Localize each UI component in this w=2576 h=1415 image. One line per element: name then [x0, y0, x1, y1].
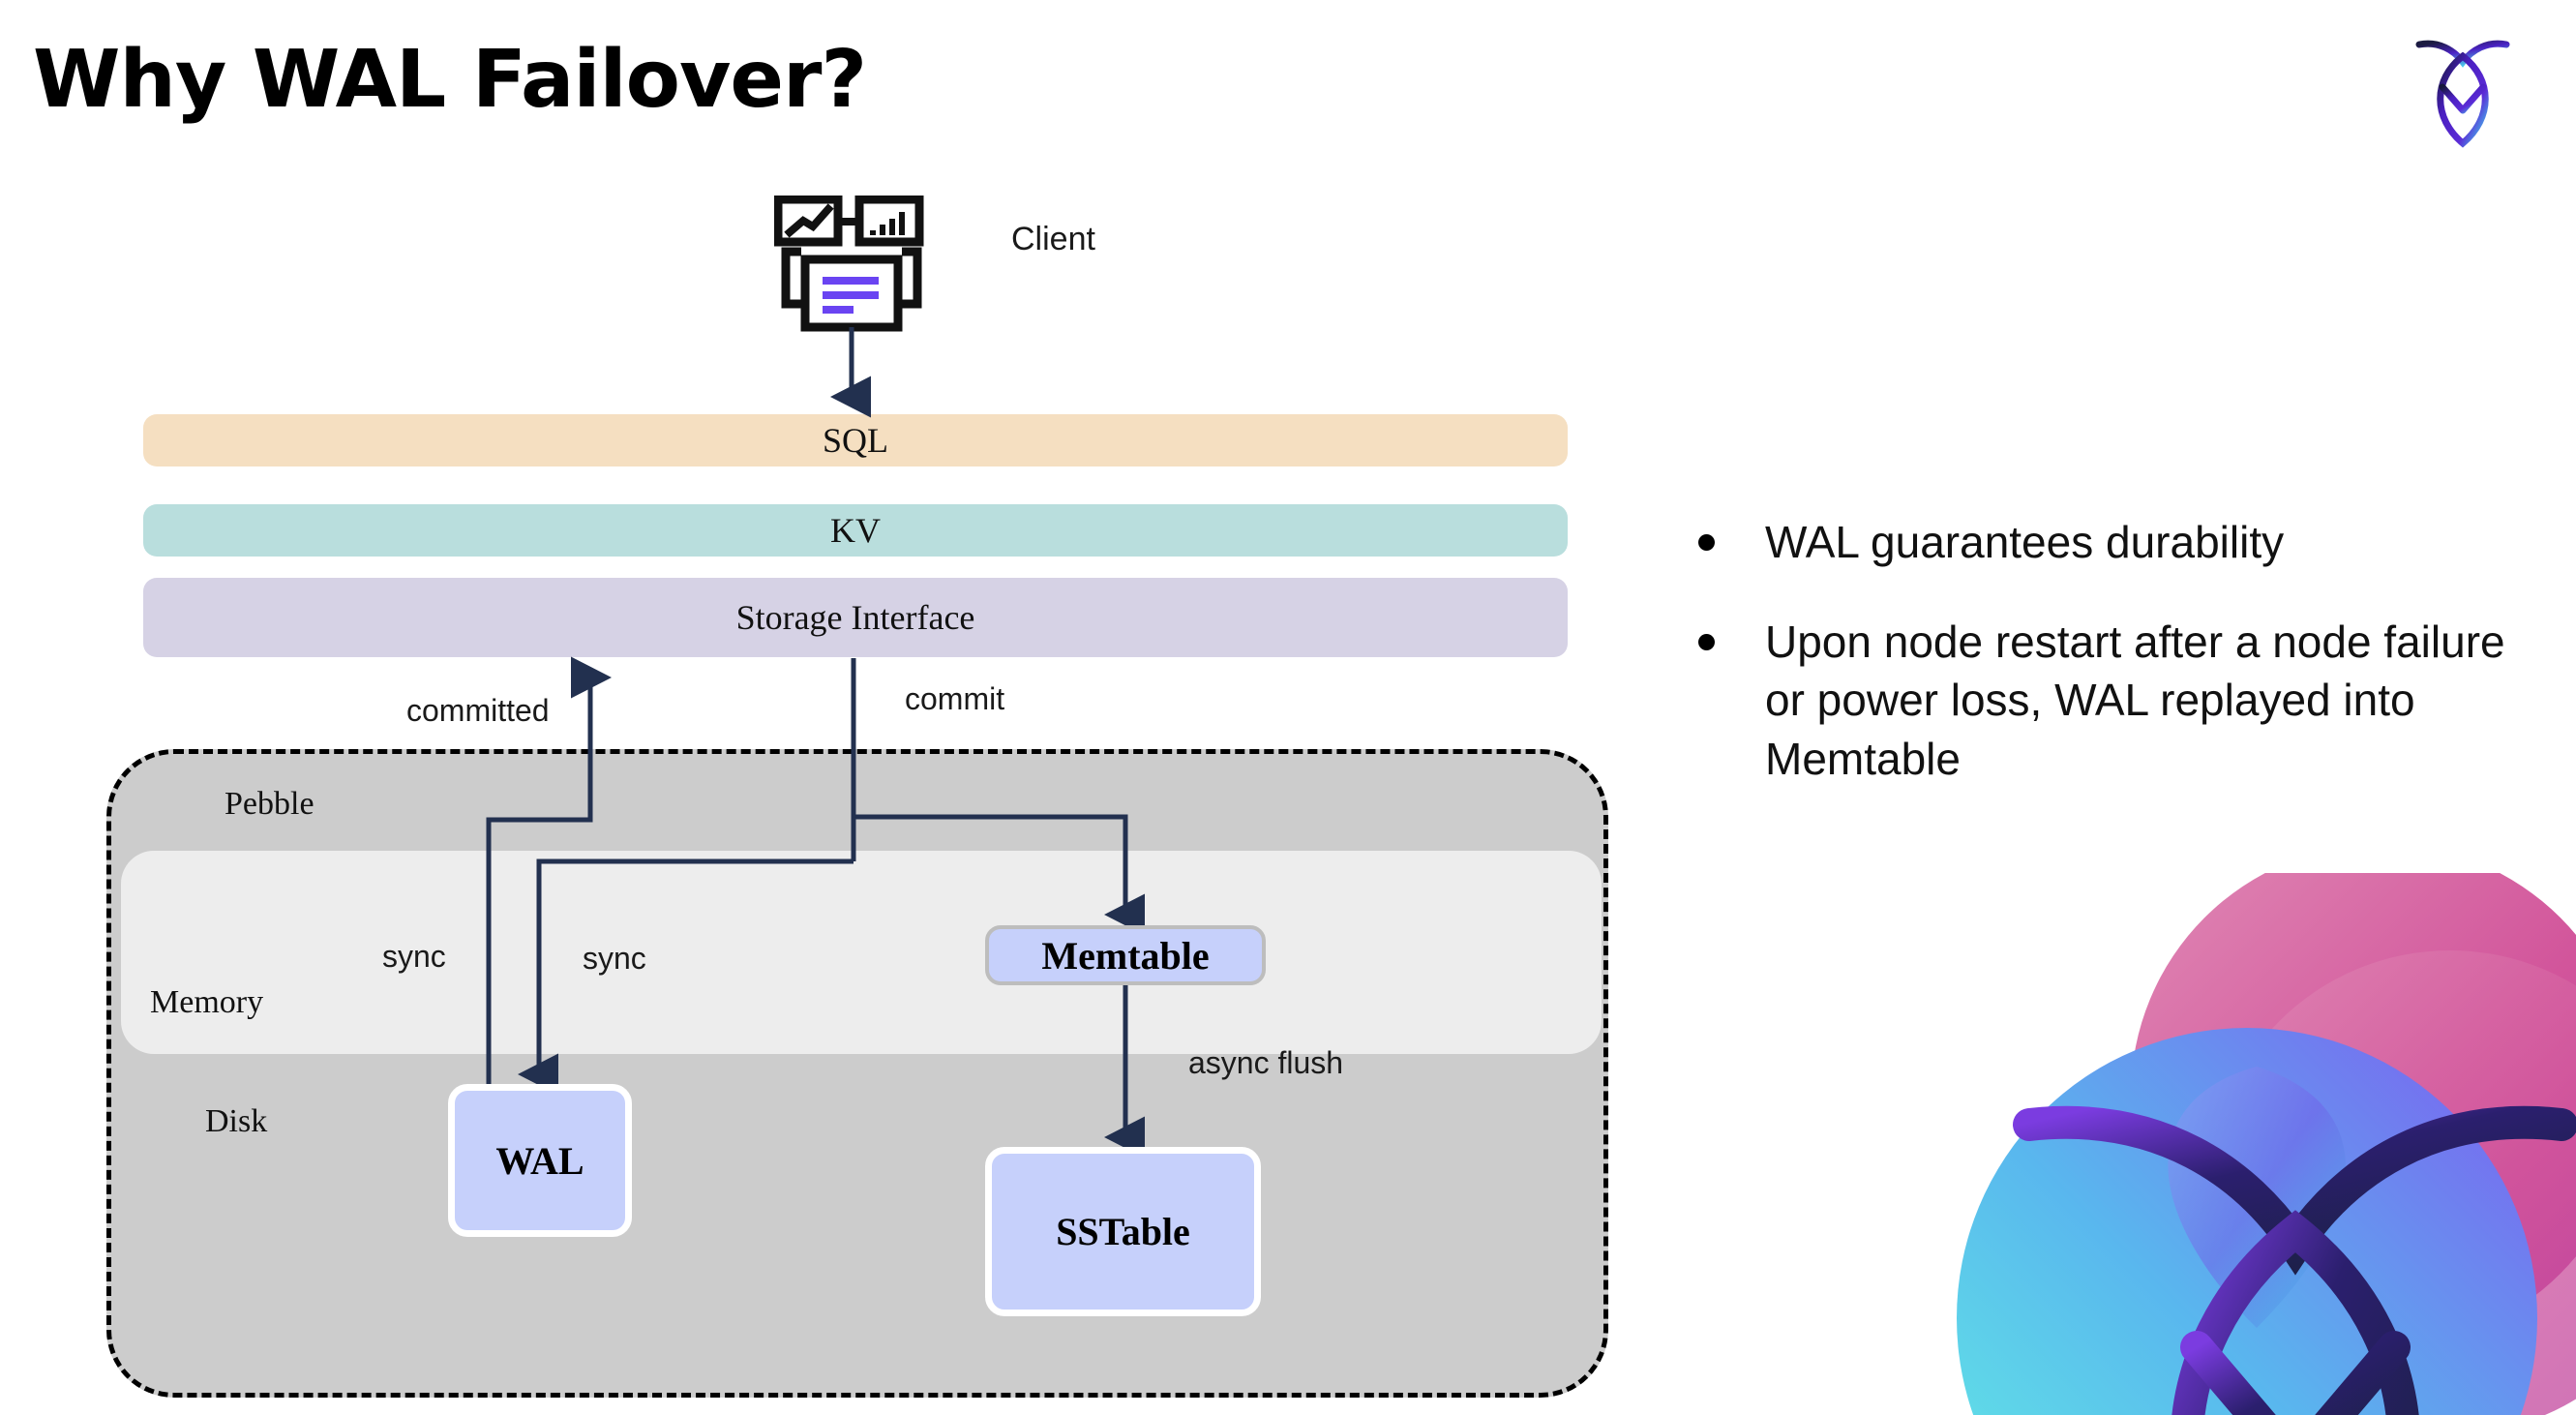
edge-label-sync-right: sync	[583, 941, 646, 976]
layer-bar-kv: KV	[143, 504, 1568, 557]
cockroachdb-watermark	[1841, 873, 2576, 1415]
bullet-dot-icon	[1698, 633, 1715, 650]
bullet-text: WAL guarantees durability	[1765, 517, 2285, 567]
client-label: Client	[1011, 221, 1095, 257]
architecture-diagram: Client SQL KV Storage Interface Pebble M…	[106, 195, 1608, 1398]
layer-label-storage-interface: Storage Interface	[735, 598, 975, 637]
list-item: WAL guarantees durability	[1698, 513, 2521, 572]
bullet-text: Upon node restart after a node failure o…	[1765, 616, 2505, 785]
box-memtable: Memtable	[985, 925, 1266, 985]
layer-bar-sql: SQL	[143, 414, 1568, 467]
memory-label: Memory	[150, 984, 264, 1020]
pebble-container	[106, 749, 1608, 1398]
layer-label-kv: KV	[830, 511, 881, 550]
layer-label-sql: SQL	[822, 421, 888, 460]
bullet-list: WAL guarantees durability Upon node rest…	[1698, 513, 2521, 829]
edge-label-committed: committed	[406, 693, 550, 728]
page-title: Why WAL Failover?	[33, 34, 867, 126]
pebble-label: Pebble	[225, 786, 315, 822]
cockroachdb-logo	[2410, 29, 2516, 150]
layer-bar-storage-interface: Storage Interface	[143, 578, 1568, 657]
edge-label-sync-left: sync	[382, 939, 446, 974]
box-label-wal: WAL	[495, 1138, 584, 1183]
box-label-memtable: Memtable	[1041, 933, 1210, 978]
bullet-dot-icon	[1698, 534, 1715, 551]
memory-zone	[121, 851, 1602, 1054]
list-item: Upon node restart after a node failure o…	[1698, 613, 2521, 789]
box-label-sstable: SSTable	[1056, 1210, 1190, 1253]
client-dashboard-icon	[773, 195, 929, 333]
box-sstable: SSTable	[985, 1147, 1261, 1316]
disk-label: Disk	[205, 1103, 268, 1139]
edge-label-commit: commit	[905, 681, 1005, 716]
edge-label-async-flush: async flush	[1188, 1045, 1344, 1080]
box-wal: WAL	[448, 1084, 632, 1237]
